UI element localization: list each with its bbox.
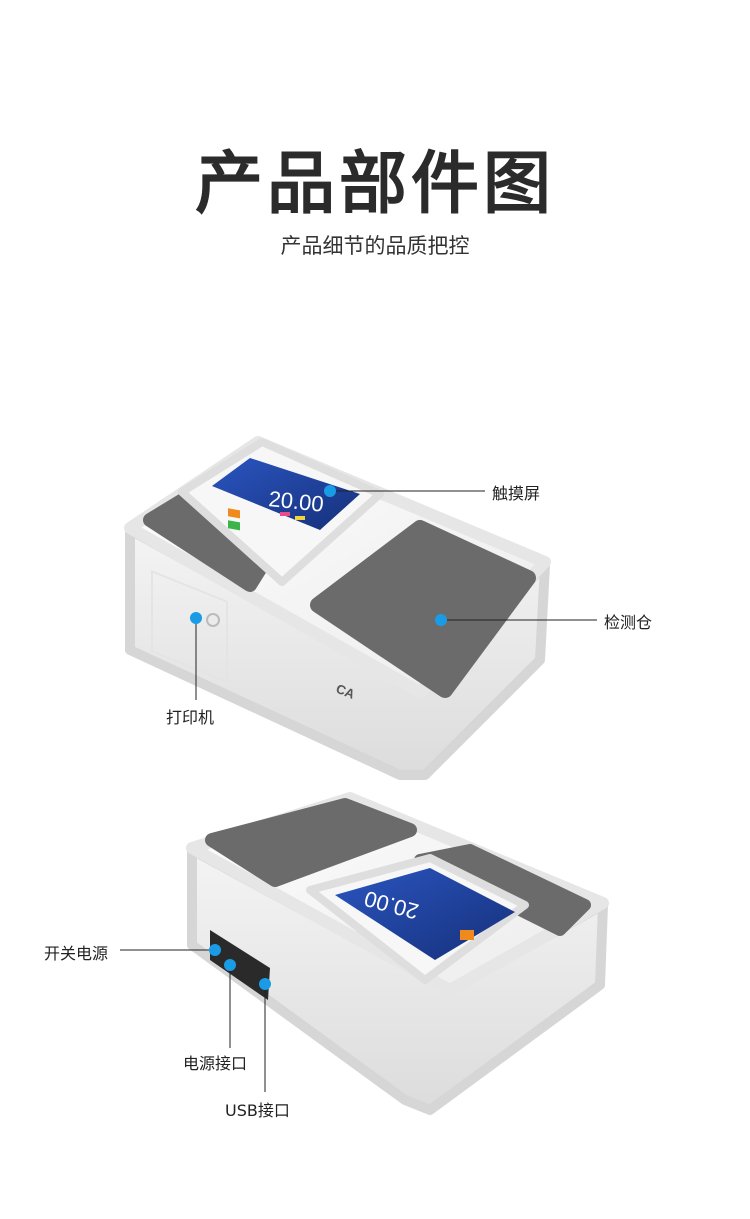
touchscreen-display — [212, 458, 360, 530]
label-chamber: 检测仓 — [604, 613, 653, 632]
label-usb-port: USB接口 — [225, 1101, 290, 1120]
touchscreen-dot — [324, 485, 336, 497]
chamber-lid — [310, 520, 536, 698]
label-touchscreen: 触摸屏 — [492, 484, 541, 503]
power-switch-dot — [209, 944, 221, 956]
page-subtitle: 产品细节的品质把控 — [280, 234, 470, 258]
device-back-view: 20.00 — [186, 792, 609, 1115]
chamber-dot — [435, 614, 447, 626]
power-port-dot — [224, 959, 236, 971]
device-front-view: 20.00 CA — [124, 436, 551, 780]
label-power-switch: 开关电源 — [44, 944, 109, 963]
rear-port-panel — [210, 930, 270, 1000]
printer-dot — [190, 612, 202, 624]
label-power-port: 电源接口 — [183, 1054, 248, 1073]
callout-lines — [120, 490, 597, 1092]
page-title: 产品部件图 — [194, 145, 555, 224]
usb-port-dot — [259, 978, 271, 990]
label-printer: 打印机 — [166, 708, 215, 727]
brand-logo: CA — [334, 681, 358, 702]
printer-panel — [151, 570, 228, 683]
screen-reading: 20.00 — [267, 486, 324, 517]
